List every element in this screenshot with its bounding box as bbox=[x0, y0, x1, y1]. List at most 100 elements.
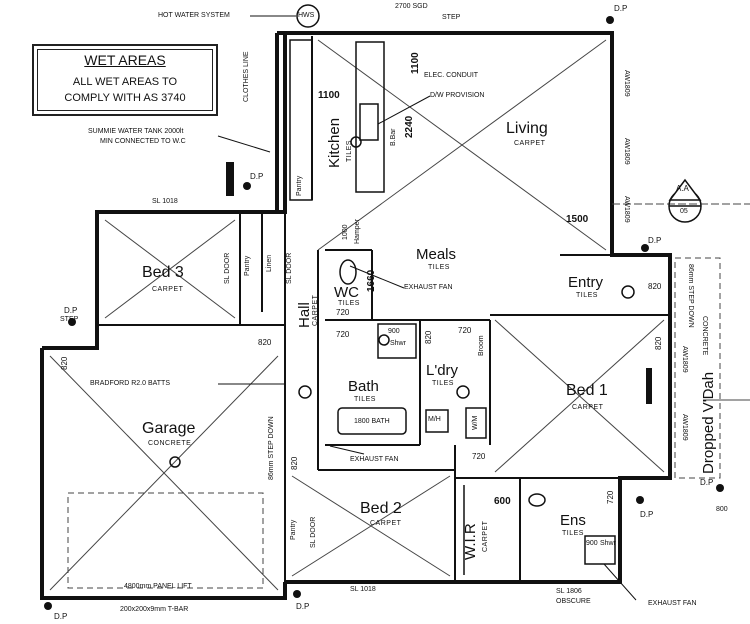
wet-areas-heading: WET AREAS bbox=[84, 52, 166, 68]
window-sl1018-bed3: SL 1018 bbox=[152, 198, 178, 205]
room-bed3: Bed 3 bbox=[142, 264, 184, 281]
panel-lift-note: 4800mm PANEL LIFT bbox=[124, 583, 192, 590]
step-label-top: STEP bbox=[442, 14, 461, 21]
rain-tank-note2: MIN CONNECTED TO W.C bbox=[100, 138, 186, 145]
wet-areas-note: WET AREAS ALL WET AREAS TO COMPLY WITH A… bbox=[32, 44, 218, 116]
elec-conduit-note: ELEC. CONDUIT bbox=[424, 72, 479, 79]
clothesline-label: CLOTHES LINE bbox=[243, 51, 250, 102]
living-finish: CARPET bbox=[514, 140, 546, 147]
section-no: 05 bbox=[680, 208, 688, 215]
step-garage: STEP bbox=[60, 316, 79, 323]
step-down-entry: 86mm STEP DOWN bbox=[687, 264, 694, 328]
bradford-note: BRADFORD R2.0 BATTS bbox=[90, 380, 170, 387]
room-bath: Bath bbox=[348, 378, 379, 395]
garage-finish: CONCRETE bbox=[148, 440, 192, 447]
meals-finish: TILES bbox=[428, 264, 450, 271]
sl-door-hall: SL DOOR bbox=[286, 252, 293, 284]
wet-areas-line2: COMPLY WITH AS 3740 bbox=[64, 92, 186, 104]
door-720-wc: 720 bbox=[336, 308, 350, 317]
shwr-bath: Shwr bbox=[390, 340, 406, 347]
hws-label: HWS bbox=[298, 12, 315, 19]
window-aw-2: AW1809 bbox=[623, 138, 630, 165]
dp-garage-bottom: D.P bbox=[54, 612, 68, 621]
bath-finish: TILES bbox=[354, 396, 376, 403]
dp-clothes: D.P bbox=[250, 172, 264, 181]
kitchen-finish: TILES bbox=[346, 140, 353, 162]
wet-areas-line1: ALL WET AREAS TO bbox=[72, 76, 178, 88]
exhaust-fan-wc: EXHAUST FAN bbox=[404, 284, 453, 291]
dp-living: D.P bbox=[648, 236, 662, 245]
exhaust-fan-bath: EXHAUST FAN bbox=[350, 456, 399, 463]
window-sl1018-bed2: SL 1018 bbox=[350, 586, 376, 593]
dim-800: 800 bbox=[716, 506, 728, 513]
dropped-dah-label: Dropped V'Dah bbox=[700, 371, 717, 474]
entry-finish: TILES bbox=[576, 292, 598, 299]
room-hall: Hall bbox=[296, 302, 313, 328]
room-living: Living bbox=[506, 120, 548, 137]
dim-1100-a: 1100 bbox=[318, 90, 340, 101]
door-820-bed3: 820 bbox=[258, 338, 272, 347]
room-bed1: Bed 1 bbox=[566, 382, 608, 399]
window-aw-4: AW1809 bbox=[681, 346, 688, 373]
pantry-bed3: Pantry bbox=[244, 255, 251, 276]
dim-1100-b: 1100 bbox=[410, 52, 421, 74]
hamper-label: Hamper bbox=[354, 219, 361, 244]
mh-label: M/H bbox=[428, 416, 441, 423]
dp-ens: D.P bbox=[640, 510, 654, 519]
exhaust-fan-ens: EXHAUST FAN bbox=[648, 600, 697, 607]
porch-finish: CONCRETE bbox=[701, 316, 708, 356]
door-600: 600 bbox=[494, 496, 511, 507]
dw-provision-note: D/W PROVISION bbox=[430, 92, 485, 99]
wall-garage bbox=[40, 348, 287, 600]
bed1-finish: CARPET bbox=[572, 404, 604, 411]
dp-garage-top: D.P bbox=[64, 306, 78, 315]
bed2-finish: CARPET bbox=[370, 520, 402, 527]
brekky-bar-label: B.Bar bbox=[390, 128, 397, 146]
shwr-ens: Shwr bbox=[600, 540, 616, 547]
door-820-garage: 820 bbox=[60, 356, 69, 370]
window-sl1806: SL 1806 bbox=[556, 588, 582, 595]
bath-1800: 1800 BATH bbox=[354, 418, 390, 425]
pantry-kitchen: Pantry bbox=[296, 175, 303, 196]
bed3-finish: CARPET bbox=[152, 286, 184, 293]
door-820-entry: 820 bbox=[648, 282, 662, 291]
dim-900-shwr: 900 bbox=[388, 328, 400, 335]
window-aw-1: AW1809 bbox=[623, 70, 630, 97]
room-garage: Garage bbox=[142, 420, 196, 437]
linen-label: Linen bbox=[266, 254, 273, 272]
dim-1500: 1500 bbox=[566, 214, 589, 225]
door-820-laundry: 820 bbox=[424, 330, 433, 344]
door-720-ldry: 720 bbox=[458, 326, 472, 335]
window-aw-5: AW1809 bbox=[681, 414, 688, 441]
door-720-bath: 720 bbox=[336, 330, 350, 339]
dp-top-right: D.P bbox=[614, 4, 628, 13]
wall-north-living bbox=[277, 31, 672, 584]
door-820-bed1: 820 bbox=[654, 336, 663, 350]
broom-label: Broom bbox=[478, 335, 485, 356]
wir-finish: CARPET bbox=[482, 520, 489, 552]
wc-finish: TILES bbox=[338, 300, 360, 307]
room-bed2: Bed 2 bbox=[360, 500, 402, 517]
dim-1000: 1000 bbox=[342, 224, 349, 240]
dp-verandah: D.P bbox=[700, 478, 714, 487]
sgd-label: 2700 SGD bbox=[395, 3, 428, 10]
room-wir: W.I.R bbox=[462, 523, 479, 560]
hot-water-note: HOT WATER SYSTEM bbox=[158, 12, 230, 19]
window-aw-3: AW1809 bbox=[623, 196, 630, 223]
room-kitchen: Kitchen bbox=[326, 117, 343, 168]
dim-2240: 2240 bbox=[404, 115, 415, 138]
section-label: A.A bbox=[676, 184, 689, 193]
sl-door-bed3: SL DOOR bbox=[224, 252, 231, 284]
hall-finish: CARPET bbox=[312, 294, 319, 326]
dp-bed2: D.P bbox=[296, 602, 310, 611]
door-720-ens: 720 bbox=[606, 490, 615, 504]
obscure-note: OBSCURE bbox=[556, 598, 591, 605]
laundry-finish: TILES bbox=[432, 380, 454, 387]
dim-1660: 1660 bbox=[366, 269, 377, 292]
wm-label: W/M bbox=[472, 415, 479, 430]
room-ens: Ens bbox=[560, 512, 586, 529]
rain-tank-note1: SUMMIE WATER TANK 2000lt bbox=[88, 128, 184, 135]
pantry-bed2: Pantry bbox=[290, 519, 297, 540]
